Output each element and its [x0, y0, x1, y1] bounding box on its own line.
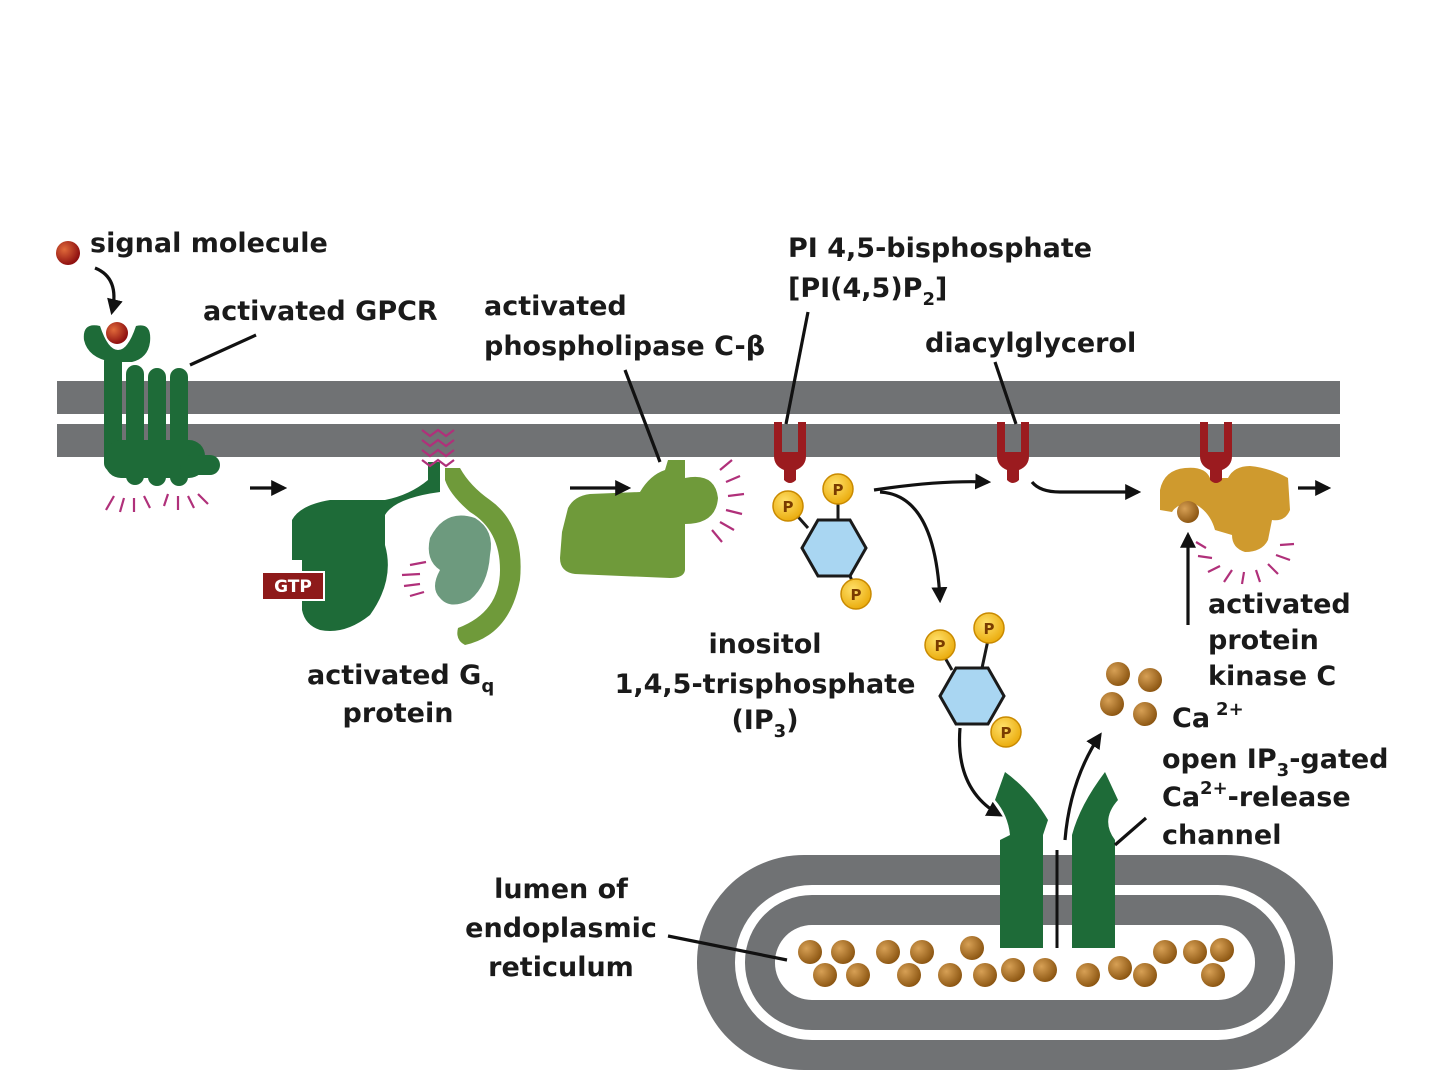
label-channel-line1: open IP3-gated: [1162, 744, 1389, 781]
svg-text:P: P: [851, 586, 862, 604]
label-channel-line3: channel: [1162, 820, 1281, 851]
label-channel-line2: Ca2+-release: [1162, 778, 1351, 813]
label-er-line3: reticulum: [488, 952, 634, 983]
gpcr-activity-marks: [106, 494, 208, 512]
cytosolic-calcium-ions: [1100, 662, 1162, 726]
gq-protein: GTP: [262, 462, 521, 645]
svg-text:P: P: [984, 620, 995, 638]
label-pkc-line3: kinase C: [1208, 661, 1336, 692]
label-ip3-line2: 1,4,5-trisphosphate: [615, 669, 916, 700]
label-er-line1: lumen of: [494, 874, 628, 905]
label-pip2-line1: PI 4,5-bisphosphate: [788, 233, 1092, 264]
label-gq-line2: protein: [343, 698, 454, 729]
label-activated-gpcr: activated GPCR: [203, 296, 438, 327]
ip3-gated-channel: [995, 772, 1118, 948]
label-signal-molecule: signal molecule: [90, 228, 328, 259]
svg-text:P: P: [935, 637, 946, 655]
label-pkc-line2: protein: [1208, 625, 1319, 656]
svg-text:P: P: [1001, 724, 1012, 742]
svg-text:P: P: [783, 498, 794, 516]
plasma-membrane: [57, 381, 1340, 457]
label-plc-line1: activated: [484, 291, 627, 322]
label-gq-line1: activated Gq: [307, 660, 494, 697]
phospholipase-c-beta: [560, 460, 718, 578]
label-ip3-line3: (IP3): [731, 705, 798, 742]
signal-molecule: [56, 241, 80, 265]
svg-text:P: P: [833, 481, 844, 499]
label-plc-line2: phospholipase C-β: [484, 331, 765, 362]
gtp-label: GTP: [274, 577, 312, 597]
label-diacylglycerol: diacylglycerol: [925, 328, 1136, 359]
label-ip3-line1: inositol: [708, 629, 821, 660]
label-er-line2: endoplasmic: [465, 913, 657, 944]
label-pip2-line2: [PI(4,5)P2]: [788, 273, 947, 310]
ip3-molecule: P P P: [925, 613, 1021, 747]
label-pkc-line1: activated: [1208, 589, 1351, 620]
signal-molecule-arrow: [95, 268, 114, 312]
gq-activity-marks: [402, 562, 426, 596]
